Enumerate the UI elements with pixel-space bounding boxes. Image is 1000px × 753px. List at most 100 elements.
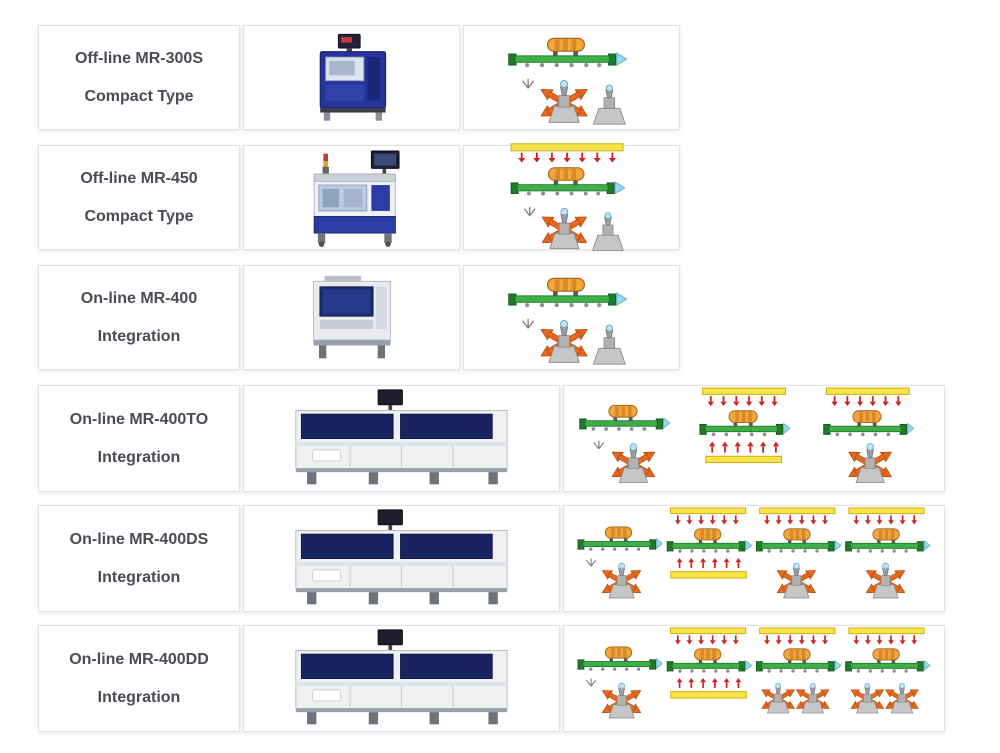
machine-photo-cell	[243, 265, 460, 370]
product-name-cell: On-line MR-400TO Integration	[38, 385, 240, 492]
solder-unit-icon	[774, 563, 818, 598]
solder-unit-icon	[883, 683, 920, 713]
process-diagram-cell	[563, 505, 945, 612]
solder-unit-icon	[538, 80, 590, 122]
solder-unit-icon	[863, 563, 907, 598]
conveyor-with-component-icon	[844, 528, 930, 554]
machine-illustration-mr-300s	[319, 33, 386, 121]
top-heater-icon	[669, 627, 746, 645]
inline-machine-icon	[295, 629, 508, 725]
bottom-heater-icon	[704, 455, 782, 464]
top-heater-icon	[847, 507, 925, 525]
product-row-mr-450: Off-line MR-450 Compact Type	[38, 142, 1000, 251]
product-name-cell: On-line MR-400DS Integration	[38, 505, 240, 612]
process-diagram-cell	[563, 625, 945, 732]
process-diagram-mr-400dd	[577, 627, 930, 730]
machine-illustration-mr-400dd	[295, 629, 508, 725]
solder-unit-icon	[599, 563, 643, 598]
process-diagram-mr-400to	[578, 387, 914, 490]
solder-unit-icon	[609, 444, 657, 483]
process-diagram-mr-400	[508, 277, 627, 365]
solder-unit-icon	[848, 683, 885, 713]
top-heater-icon	[758, 507, 835, 525]
conveyor-with-component-icon	[666, 648, 752, 674]
machine-photo-cell	[243, 505, 560, 612]
cabinet-machine-icon	[312, 274, 391, 359]
flux-spray-icon	[523, 205, 536, 216]
bottom-heat-arrows-icon	[708, 441, 779, 453]
product-title: On-line MR-400DD	[69, 650, 209, 668]
top-heater-icon	[510, 142, 624, 163]
product-name-cell: On-line MR-400DD Integration	[38, 625, 240, 732]
bottom-heater-icon	[669, 571, 747, 579]
conveyor-with-component-icon	[666, 528, 752, 554]
machine-illustration-mr-400ds	[295, 509, 508, 605]
product-subtitle: Integration	[97, 327, 181, 345]
product-subtitle: Integration	[97, 568, 181, 586]
process-diagram-cell	[463, 265, 680, 370]
conveyor-with-component-icon	[698, 410, 790, 437]
top-heater-icon	[701, 387, 786, 407]
top-heater-icon	[825, 387, 910, 407]
flux-spray-icon	[521, 77, 535, 89]
flux-spray-icon	[521, 317, 535, 329]
machine-illustration-mr-450	[313, 149, 400, 247]
product-name-cell: On-line MR-400 Integration	[38, 265, 240, 370]
solder-unit-icon	[599, 683, 643, 718]
product-row-mr-400ds: On-line MR-400DS Integration	[38, 505, 1000, 612]
process-diagram-cell	[563, 385, 945, 492]
inline-machine-icon	[295, 389, 508, 485]
conveyor-with-component-icon	[508, 37, 627, 68]
product-row-mr-400: On-line MR-400 Integration	[38, 265, 1000, 370]
flux-spray-icon	[585, 558, 596, 567]
conveyor-with-component-icon	[578, 404, 670, 432]
compact-machine-icon	[313, 149, 400, 247]
top-heater-icon	[669, 507, 746, 525]
conveyor-with-component-icon	[508, 277, 627, 308]
product-title: Off-line MR-300S	[74, 49, 203, 67]
conveyor-with-component-icon	[577, 646, 663, 672]
bottom-heat-arrows-icon	[676, 678, 741, 689]
bottom-heat-arrows-icon	[676, 558, 741, 569]
machine-photo-cell	[243, 145, 460, 250]
conveyor-with-component-icon	[755, 528, 841, 554]
conveyor-with-component-icon	[844, 648, 930, 674]
solder-feeder-icon	[592, 211, 624, 251]
solder-feeder-icon	[593, 324, 626, 365]
solder-unit-icon	[845, 444, 893, 483]
product-row-mr-400dd: On-line MR-400DD Integration	[38, 625, 1000, 732]
product-title: Off-line MR-450	[80, 169, 198, 187]
product-subtitle: Compact Type	[84, 87, 194, 105]
solder-unit-icon	[794, 683, 831, 713]
product-row-mr-300s: Off-line MR-300S Compact Type	[38, 25, 1000, 130]
machine-photo-cell	[243, 25, 460, 130]
flux-spray-icon	[592, 440, 604, 450]
bottom-heater-icon	[669, 691, 747, 699]
product-title: On-line MR-400	[80, 289, 198, 307]
machine-illustration-mr-400to	[295, 389, 508, 485]
product-subtitle: Compact Type	[84, 207, 194, 225]
product-subtitle: Integration	[97, 688, 181, 706]
product-title: On-line MR-400DS	[69, 530, 209, 548]
solder-unit-icon	[539, 208, 589, 248]
process-diagram-cell	[463, 25, 680, 130]
top-heater-icon	[758, 627, 835, 645]
conveyor-with-component-icon	[510, 166, 625, 196]
solder-unit-icon	[759, 683, 796, 713]
product-name-cell: Off-line MR-450 Compact Type	[38, 145, 240, 250]
flux-spray-icon	[585, 678, 596, 687]
conveyor-with-component-icon	[755, 648, 841, 674]
machine-photo-cell	[243, 625, 560, 732]
product-name-cell: Off-line MR-300S Compact Type	[38, 25, 240, 130]
conveyor-with-component-icon	[577, 526, 663, 552]
solder-feeder-icon	[593, 84, 626, 125]
process-diagram-mr-450	[510, 142, 625, 251]
compact-machine-icon	[319, 33, 386, 121]
machine-illustration-mr-400	[312, 274, 391, 359]
solder-unit-icon	[538, 320, 590, 362]
top-heater-icon	[847, 627, 925, 645]
product-row-mr-400to: On-line MR-400TO Integration	[38, 385, 1000, 492]
process-diagram-mr-400ds	[577, 507, 930, 610]
process-diagram-cell	[463, 142, 680, 251]
